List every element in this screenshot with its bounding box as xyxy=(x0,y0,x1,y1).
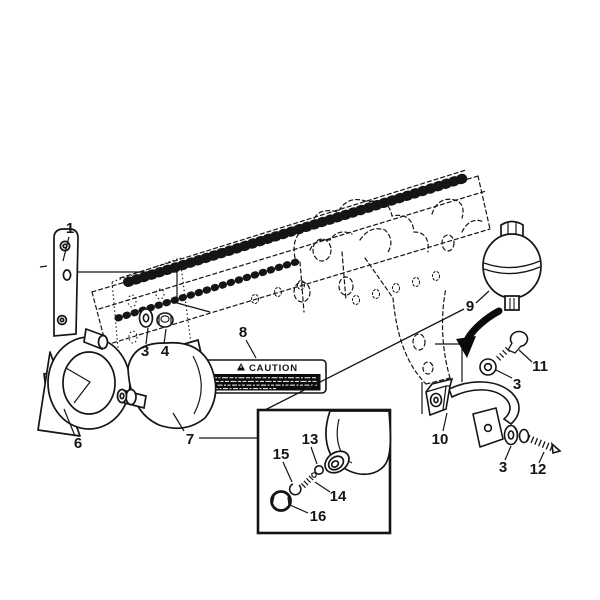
callout-13: 13 xyxy=(302,431,319,448)
callout-3-left: 3 xyxy=(141,343,149,360)
washer-lower-right xyxy=(503,424,519,446)
callout-12: 12 xyxy=(530,461,547,478)
bolt-lower-right xyxy=(518,428,562,455)
callout-6: 6 xyxy=(74,435,82,452)
clamp xyxy=(425,377,520,448)
callout-9: 9 xyxy=(466,298,474,315)
valve-cap-part xyxy=(270,490,292,512)
seal-ring-part xyxy=(288,483,302,496)
bolt-upper-right xyxy=(495,330,529,362)
caution-decal: CAUTION xyxy=(203,359,327,394)
placement-arrow xyxy=(456,307,503,358)
caution-title: CAUTION xyxy=(249,363,298,374)
callout-3-upper-right: 3 xyxy=(513,376,521,393)
horn-low-pitch xyxy=(37,327,131,437)
caution-fine-print xyxy=(213,377,317,390)
inset-leader-lines xyxy=(199,308,465,439)
nut-left xyxy=(156,312,174,328)
inset-detail-box xyxy=(256,408,392,535)
horn-high-pitch xyxy=(116,338,217,430)
callout-7: 7 xyxy=(186,431,194,448)
callout-leader-lines xyxy=(62,236,545,464)
callout-10: 10 xyxy=(432,431,449,448)
connector-lines xyxy=(39,265,463,414)
valve-core-part xyxy=(300,472,317,489)
callout-16: 16 xyxy=(310,508,327,525)
washer-left xyxy=(138,308,154,328)
accumulator xyxy=(482,220,542,311)
caution-text-plate xyxy=(209,374,321,391)
o-ring-part xyxy=(313,464,324,475)
washer-upper-right xyxy=(479,358,497,376)
callout-1: 1 xyxy=(66,220,74,237)
callout-8: 8 xyxy=(239,324,247,341)
callout-4: 4 xyxy=(161,343,170,360)
callout-15: 15 xyxy=(273,446,290,463)
callout-14: 14 xyxy=(330,488,347,505)
callout-3-lower-right: 3 xyxy=(499,459,507,476)
callout-11: 11 xyxy=(532,358,548,375)
